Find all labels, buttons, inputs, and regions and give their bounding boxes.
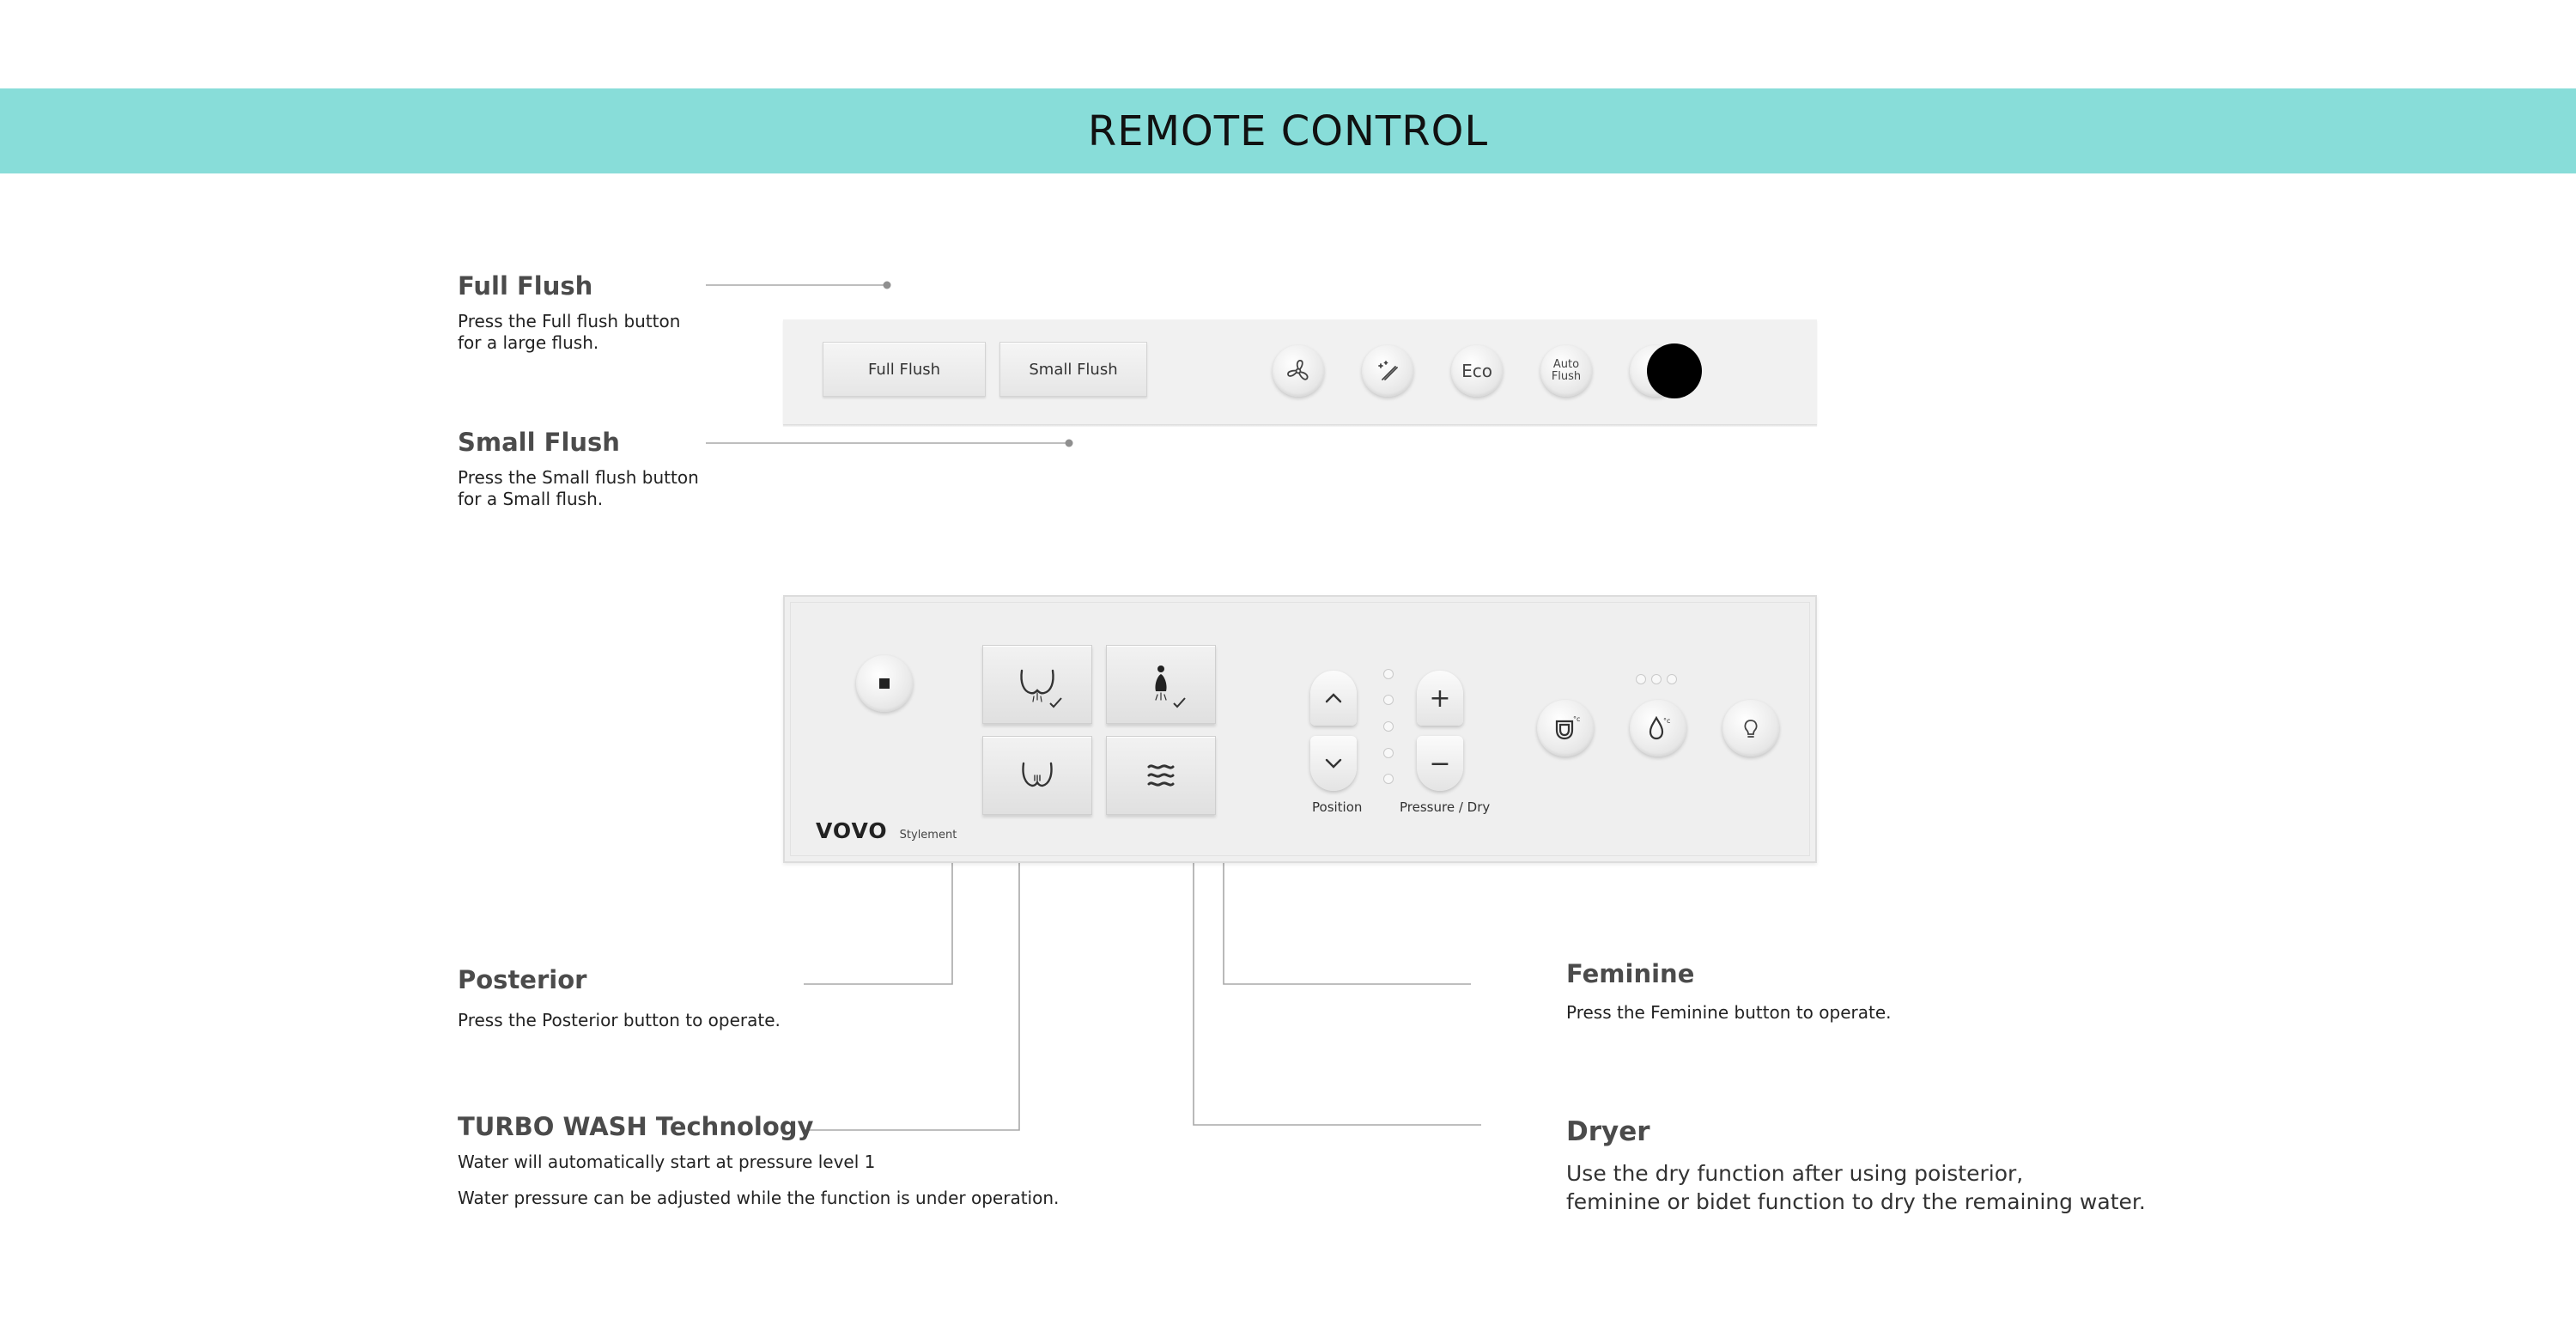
fan-button[interactable] xyxy=(1273,345,1324,397)
pressure-plus-button[interactable]: + xyxy=(1417,671,1463,726)
level-indicator-5 xyxy=(1383,774,1394,784)
full-flush-button-label: Full Flush xyxy=(867,360,941,379)
bidet-remote-panel: Position + − Pressure / Dry °c °c xyxy=(783,595,1817,863)
position-up-button[interactable] xyxy=(1310,671,1357,726)
panel-inner-edge xyxy=(790,602,1810,856)
flush-remote-panel: Full Flush Small Flush Eco xyxy=(783,319,1817,427)
turbo-wash-button[interactable] xyxy=(982,736,1092,815)
night-light-button-bottom[interactable] xyxy=(1722,700,1779,757)
feminine-icon xyxy=(1155,665,1186,708)
level-indicator-4 xyxy=(1383,748,1394,758)
posterior-callout: Posterior Press the Posterior button to … xyxy=(458,965,781,1031)
turbo-wash-desc-line1: Water will automatically start at pressu… xyxy=(458,1152,876,1172)
deodorize-button[interactable] xyxy=(1362,345,1413,397)
feminine-desc: Press the Feminine button to operate. xyxy=(1566,1002,1892,1023)
water-temperature-button[interactable]: °c xyxy=(1630,700,1686,757)
dryer-icon xyxy=(1147,764,1175,787)
auto-flush-label-line1: Auto xyxy=(1552,358,1580,371)
dryer-title: Dryer xyxy=(1566,1116,1650,1147)
small-flush-desc-line2: for a Small flush. xyxy=(458,489,604,509)
seat-temperature-button[interactable]: °c xyxy=(1537,700,1594,757)
dryer-button[interactable] xyxy=(1106,736,1216,815)
light-bulb-icon xyxy=(1744,720,1758,738)
position-down-button[interactable] xyxy=(1310,736,1357,791)
svg-text:°c: °c xyxy=(1573,715,1580,723)
auto-flush-label: Auto Flush xyxy=(1552,359,1581,383)
position-label: Position xyxy=(1312,799,1363,815)
posterior-title: Posterior xyxy=(458,965,587,994)
posterior-icon xyxy=(1020,669,1062,708)
full-flush-desc-line2: for a large flush. xyxy=(458,332,599,353)
ir-sensor xyxy=(1647,343,1702,398)
full-flush-callout: Full Flush Press the Full flush button f… xyxy=(458,271,680,354)
turbo-wash-title: TURBO WASH Technology xyxy=(458,1112,814,1141)
dryer-desc-line1: Use the dry function after using poister… xyxy=(1566,1161,2024,1186)
posterior-desc: Press the Posterior button to operate. xyxy=(458,1010,781,1030)
level-indicator-2 xyxy=(1383,695,1394,705)
turbo-wash-desc-line2: Water pressure can be adjusted while the… xyxy=(458,1188,1060,1208)
water-temperature-icon: °c xyxy=(1649,715,1670,740)
level-indicator-1 xyxy=(1383,669,1394,679)
level-indicator-3 xyxy=(1383,721,1394,732)
eco-button[interactable]: Eco xyxy=(1451,345,1503,397)
temp-indicator-3 xyxy=(1667,674,1677,684)
full-flush-title: Full Flush xyxy=(458,271,593,301)
feminine-button[interactable] xyxy=(1106,645,1216,724)
dryer-callout: Dryer Use the dry function after using p… xyxy=(1566,1116,2146,1216)
brand-logo: VOVO Stylement xyxy=(816,818,957,843)
auto-flush-button[interactable]: Auto Flush xyxy=(1540,345,1592,397)
magic-wand-icon xyxy=(1378,361,1398,380)
temp-indicator-2 xyxy=(1651,674,1662,684)
pressure-dry-label: Pressure / Dry xyxy=(1400,799,1491,815)
fan-icon xyxy=(1287,359,1309,380)
chevron-down-icon xyxy=(1325,758,1342,769)
eco-button-label: Eco xyxy=(1461,361,1492,381)
small-flush-button[interactable]: Small Flush xyxy=(999,342,1147,397)
chevron-up-icon xyxy=(1325,693,1342,703)
stop-icon xyxy=(879,678,890,689)
minus-icon: − xyxy=(1429,748,1451,779)
small-flush-button-label: Small Flush xyxy=(1029,360,1118,379)
feminine-callout: Feminine Press the Feminine button to op… xyxy=(1566,959,1891,1024)
turbo-wash-callout: TURBO WASH Technology Water will automat… xyxy=(458,1112,1059,1209)
stop-button[interactable] xyxy=(856,655,913,712)
page-title: REMOTE CONTROL xyxy=(1087,106,1489,155)
dryer-desc-line2: feminine or bidet function to dry the re… xyxy=(1566,1189,2146,1214)
svg-text:°c: °c xyxy=(1663,717,1670,725)
seat-temperature-icon: °c xyxy=(1555,715,1580,740)
small-flush-title: Small Flush xyxy=(458,428,620,457)
auto-flush-label-line2: Flush xyxy=(1551,370,1582,383)
brand-name: VOVO xyxy=(816,818,888,843)
plus-icon: + xyxy=(1429,683,1451,714)
header-banner: REMOTE CONTROL xyxy=(0,88,2576,173)
posterior-button[interactable] xyxy=(982,645,1092,724)
full-flush-button[interactable]: Full Flush xyxy=(823,342,986,397)
turbo-wash-icon xyxy=(1022,762,1053,787)
full-flush-desc-line1: Press the Full flush button xyxy=(458,311,681,331)
feminine-title: Feminine xyxy=(1566,959,1695,988)
small-flush-desc-line1: Press the Small flush button xyxy=(458,467,699,488)
small-flush-callout: Small Flush Press the Small flush button… xyxy=(458,428,699,510)
brand-sub-name: Stylement xyxy=(899,829,957,842)
temp-indicator-1 xyxy=(1636,674,1646,684)
pressure-minus-button[interactable]: − xyxy=(1417,736,1463,791)
